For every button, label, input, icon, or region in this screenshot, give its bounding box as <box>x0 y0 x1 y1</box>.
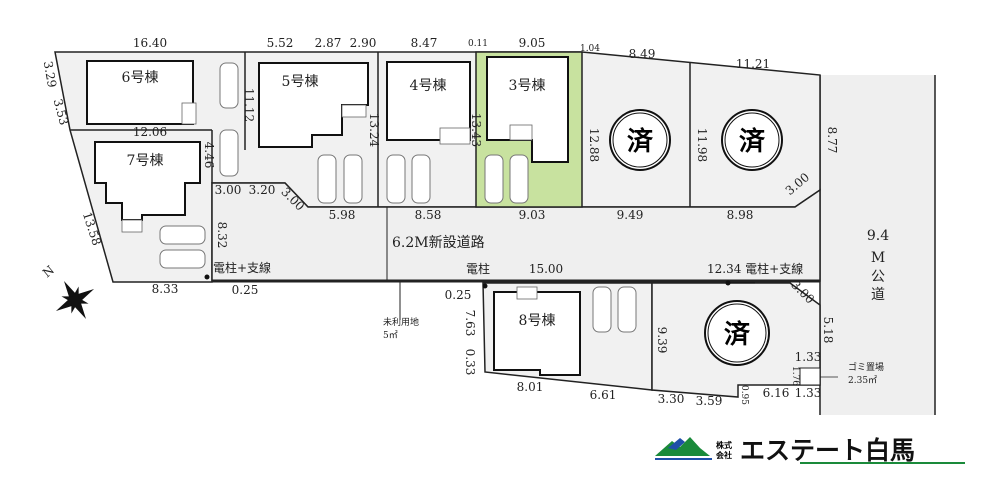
svg-text:7.63: 7.63 <box>463 310 477 337</box>
garbage-note: ゴミ置場 <box>848 361 884 373</box>
new-road-label: 6.2M新設道路 <box>392 235 485 251</box>
garbage-area-value: 2.35㎡ <box>848 375 877 386</box>
svg-text:11.12: 11.12 <box>242 88 256 122</box>
svg-text:1.04: 1.04 <box>580 44 600 54</box>
svg-text:15.00: 15.00 <box>529 262 563 276</box>
svg-text:5.52: 5.52 <box>267 36 294 50</box>
svg-text:株式: 株式 <box>716 440 732 450</box>
svg-text:8.77: 8.77 <box>825 127 839 154</box>
svg-text:11.21: 11.21 <box>736 57 770 71</box>
building-6-label: 6号棟 <box>122 70 159 86</box>
svg-text:6.16: 6.16 <box>763 386 790 400</box>
svg-text:8.58: 8.58 <box>415 208 442 222</box>
svg-text:3.29: 3.29 <box>41 60 59 89</box>
building-7-label: 7号棟 <box>127 153 164 169</box>
north-compass-icon: N <box>40 263 95 320</box>
svg-text:道: 道 <box>871 287 885 303</box>
svg-text:0.25: 0.25 <box>232 283 259 297</box>
building-8 <box>493 291 581 376</box>
svg-text:2.87: 2.87 <box>315 36 342 50</box>
sold-mark: 済 <box>609 109 671 171</box>
lot-lines <box>70 52 691 320</box>
building-3 <box>486 56 569 163</box>
svg-text:13.43: 13.43 <box>469 113 483 147</box>
svg-text:済: 済 <box>724 319 751 350</box>
svg-text:3.53: 3.53 <box>51 97 71 126</box>
svg-text:5.18: 5.18 <box>821 317 835 344</box>
svg-text:12.88: 12.88 <box>587 128 601 162</box>
building-8-label: 8号棟 <box>519 313 556 329</box>
svg-text:8.32: 8.32 <box>215 222 229 249</box>
svg-text:9.49: 9.49 <box>617 208 644 222</box>
svg-text:0.11: 0.11 <box>468 39 488 49</box>
sold-mark: 済 <box>704 300 770 366</box>
svg-text:エステート白馬: エステート白馬 <box>740 436 915 465</box>
sold-mark: 済 <box>721 109 783 171</box>
svg-text:9.4: 9.4 <box>867 228 889 244</box>
svg-text:1.33: 1.33 <box>795 386 822 400</box>
svg-text:2.90: 2.90 <box>350 36 377 50</box>
svg-text:3.20: 3.20 <box>249 183 276 197</box>
svg-text:3.00: 3.00 <box>215 183 242 197</box>
dimension-labels: 16.40 5.52 2.87 2.90 8.47 0.11 9.05 1.04… <box>41 36 839 408</box>
svg-text:8.01: 8.01 <box>517 380 544 394</box>
svg-text:1.33: 1.33 <box>795 350 822 364</box>
svg-text:3.59: 3.59 <box>696 394 723 408</box>
svg-text:3.30: 3.30 <box>658 392 685 406</box>
building-4 <box>386 61 471 141</box>
svg-text:9.05: 9.05 <box>519 36 546 50</box>
svg-text:8.49: 8.49 <box>629 47 656 61</box>
svg-text:0.25: 0.25 <box>445 288 472 302</box>
unused-land-note: 未利用地 <box>383 316 419 328</box>
svg-text:5.98: 5.98 <box>329 208 356 222</box>
pole-stay-right-note: 12.34 電柱+支線 <box>707 261 803 276</box>
garbage-area <box>799 367 821 386</box>
mountain-logo-icon <box>655 437 710 456</box>
svg-text:11.98: 11.98 <box>695 128 709 162</box>
svg-text:16.40: 16.40 <box>133 36 167 50</box>
building-3-label: 3号棟 <box>509 78 546 94</box>
building-6 <box>86 60 194 125</box>
svg-text:M: M <box>871 250 885 266</box>
svg-text:済: 済 <box>739 126 766 157</box>
building-4-label: 4号棟 <box>410 78 447 94</box>
svg-text:4.46: 4.46 <box>202 142 216 169</box>
svg-text:9.39: 9.39 <box>655 327 669 354</box>
company-logo: 株式 会社 エステート白馬 <box>655 436 965 465</box>
public-road-label: 9.4 M 公 道 <box>867 228 889 303</box>
svg-text:公: 公 <box>871 269 885 285</box>
svg-text:6.61: 6.61 <box>590 388 617 402</box>
unused-land-area: 5㎡ <box>383 330 398 341</box>
svg-text:12.06: 12.06 <box>133 125 167 139</box>
svg-text:済: 済 <box>627 126 654 157</box>
pole-stay-note: 電柱+支線 <box>213 260 271 275</box>
svg-text:8.33: 8.33 <box>152 282 179 296</box>
svg-text:8.98: 8.98 <box>727 208 754 222</box>
building-5-label: 5号棟 <box>282 74 319 90</box>
svg-text:0.95: 0.95 <box>739 385 749 405</box>
svg-text:会社: 会社 <box>716 450 732 460</box>
building-5 <box>258 62 369 148</box>
svg-text:1.76: 1.76 <box>790 366 800 386</box>
svg-text:13.24: 13.24 <box>367 113 381 148</box>
pole-note: 電柱 <box>466 261 490 276</box>
svg-text:0.33: 0.33 <box>463 349 477 376</box>
parking-spaces <box>159 62 637 333</box>
svg-text:9.03: 9.03 <box>519 208 546 222</box>
public-road <box>820 75 935 415</box>
svg-text:8.47: 8.47 <box>411 36 438 50</box>
svg-text:N: N <box>40 263 57 280</box>
